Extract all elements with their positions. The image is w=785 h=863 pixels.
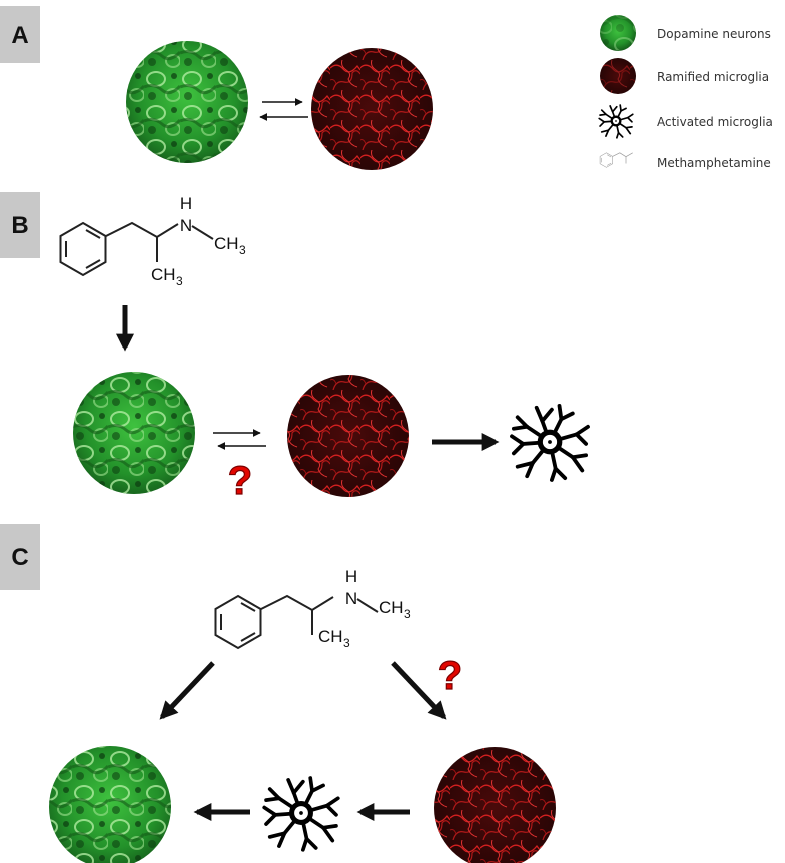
panel-b-question-mark: ? <box>228 459 252 503</box>
panel-a-dopamine-neurons <box>126 41 248 163</box>
svg-text:3: 3 <box>239 243 246 257</box>
panel-b-activated-microglia-icon <box>510 403 590 482</box>
panel-a-label: A <box>0 6 40 63</box>
panel-b-label: B <box>0 192 40 258</box>
panel-c-activated-microglia-icon <box>262 776 340 852</box>
svg-text:B: B <box>11 212 28 239</box>
panel-a-ramified-microglia <box>311 48 433 170</box>
svg-text:H: H <box>345 567 357 586</box>
svg-text:CH: CH <box>214 234 239 253</box>
legend-ramified-microglia-label: Ramified microglia <box>657 70 769 84</box>
svg-text:N: N <box>345 589 357 608</box>
panel-b-methamphetamine-structure: H N CH 3 CH 3 <box>59 194 246 288</box>
svg-text:C: C <box>11 544 28 571</box>
panel-c-label: C <box>0 524 40 590</box>
legend-methamphetamine-label: Methamphetamine <box>657 156 771 170</box>
svg-text:N: N <box>180 216 192 235</box>
svg-text:3: 3 <box>343 636 350 650</box>
legend-methamphetamine-icon <box>599 152 633 168</box>
svg-text:CH: CH <box>151 265 176 284</box>
panel-b-dopamine-neurons <box>73 372 195 494</box>
panel-b-equilibrium-arrows <box>213 429 266 450</box>
legend-dopamine-neurons-icon <box>600 15 636 51</box>
legend-activated-microglia-label: Activated microglia <box>657 115 773 129</box>
svg-text:H: H <box>180 194 192 213</box>
panel-c-arrow-to-neurons <box>159 661 215 720</box>
legend-dopamine-neurons-label: Dopamine neurons <box>657 27 771 41</box>
legend: Dopamine neurons Ramified microglia Acti… <box>598 15 773 170</box>
svg-text:3: 3 <box>404 607 411 621</box>
svg-text:CH: CH <box>318 627 343 646</box>
panel-c-methamphetamine-structure: H N CH 3 CH 3 <box>214 567 411 650</box>
svg-text:3: 3 <box>176 274 183 288</box>
svg-text:A: A <box>11 22 28 49</box>
legend-ramified-microglia-icon <box>600 58 636 94</box>
svg-text:CH: CH <box>379 598 404 617</box>
legend-activated-microglia-icon <box>598 104 634 139</box>
panel-c-dopamine-neurons <box>49 746 171 863</box>
panel-c-question-mark: ? <box>438 654 462 698</box>
panel-c-ramified-microglia <box>434 747 556 863</box>
panel-a-equilibrium-arrows <box>259 98 308 121</box>
panel-b-ramified-microglia <box>287 375 409 497</box>
panel-c-arrow-to-microglia <box>391 661 447 720</box>
